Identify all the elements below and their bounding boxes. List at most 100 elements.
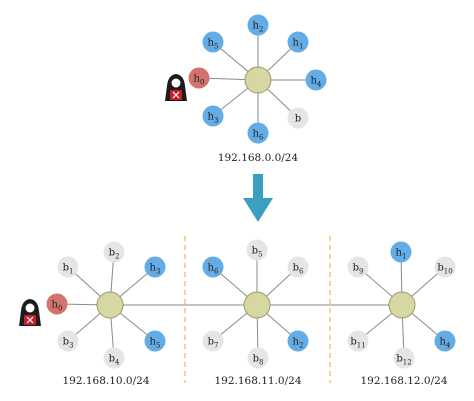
node-label-base: h — [150, 263, 157, 274]
node-label: b12 — [396, 354, 411, 367]
node-circle — [103, 241, 125, 263]
node-label: b2 — [109, 248, 120, 261]
host-node: h6 — [247, 122, 269, 144]
host-node: b — [287, 107, 309, 129]
node-circle — [287, 330, 309, 352]
skull-mark — [26, 316, 34, 324]
switch-node — [388, 291, 416, 319]
subnet-label-11: 192.168.11.0/24 — [214, 375, 301, 387]
node-label: h4 — [440, 337, 451, 350]
node-circle — [246, 239, 268, 261]
node-label-base: b — [396, 354, 402, 365]
host-node: b12 — [393, 347, 415, 369]
node-label: h2 — [293, 337, 304, 350]
subnet-label-12: 192.168.12.0/24 — [360, 375, 447, 387]
node-label-base: h — [194, 74, 201, 85]
node-label: b10 — [437, 263, 452, 276]
node-label-base: b — [353, 263, 359, 274]
node-label-subscript: 4 — [446, 342, 451, 350]
node-circle — [247, 122, 269, 144]
node-label-base: b — [109, 248, 115, 259]
node-label-base: b — [293, 263, 299, 274]
switch-node — [244, 66, 272, 94]
node-label-subscript: 10 — [444, 268, 453, 276]
host-node: h5 — [144, 330, 166, 352]
node-circle — [434, 330, 456, 352]
node-label-base: b — [295, 114, 301, 125]
host-node: h2 — [247, 14, 269, 36]
node-circle — [393, 347, 415, 369]
node-label: h1 — [396, 248, 407, 261]
node-label-base: h — [293, 337, 300, 348]
node-label-subscript: 6 — [214, 268, 219, 276]
node-circle — [144, 330, 166, 352]
host-node: b1 — [57, 256, 79, 278]
node-label: b4 — [109, 354, 120, 367]
node-label-subscript: 11 — [357, 342, 366, 350]
node-circle — [347, 330, 369, 352]
subnet-label-10: 192.168.10.0/24 — [62, 375, 149, 387]
host-node: h3 — [202, 105, 224, 127]
node-label: h4 — [311, 76, 322, 89]
node-label-subscript: 5 — [214, 43, 218, 51]
host-node: h5 — [202, 31, 224, 53]
node-label-subscript: 3 — [214, 117, 218, 125]
node-label-base: h — [293, 38, 300, 49]
node-circle — [57, 256, 79, 278]
node-label-base: h — [253, 129, 260, 140]
node-label: b8 — [253, 354, 264, 367]
node-circle — [247, 14, 269, 36]
node-circle — [202, 330, 224, 352]
skull-mark — [172, 91, 180, 99]
host-node: b8 — [247, 347, 269, 369]
bottom-networks: b2h3h5b4b3h0b1b5b6h2b8b7h6h1b10h4b12b11b… — [46, 239, 456, 369]
node-label-base: b — [109, 354, 115, 365]
node-label-subscript: 6 — [259, 134, 264, 142]
host-node: h1 — [390, 241, 412, 263]
node-circle — [202, 105, 224, 127]
node-label: h5 — [208, 38, 219, 51]
node-label-base: b — [350, 337, 356, 348]
node-label-base: h — [52, 300, 59, 311]
host-node: b11 — [347, 330, 369, 352]
node-circle — [390, 241, 412, 263]
node-circle — [287, 31, 309, 53]
host-node: b5 — [246, 239, 268, 261]
node-label-subscript: 2 — [299, 342, 303, 350]
node-circle — [347, 256, 369, 278]
host-node: h4 — [434, 330, 456, 352]
host-node: h2 — [287, 330, 309, 352]
node-label: h6 — [208, 263, 219, 276]
node-circle — [202, 256, 224, 278]
node-label: b6 — [293, 263, 304, 276]
node-circle — [57, 330, 79, 352]
host-node: h3 — [144, 256, 166, 278]
node-circle — [103, 347, 125, 369]
node-label-base: h — [208, 263, 215, 274]
node-label: h6 — [253, 129, 264, 142]
node-label-base: h — [208, 112, 215, 123]
node-label: b1 — [63, 263, 74, 276]
node-label: b7 — [208, 337, 219, 350]
node-label: h3 — [150, 263, 161, 276]
host-node: b7 — [202, 330, 224, 352]
host-node: b4 — [103, 347, 125, 369]
node-label-base: b — [208, 337, 214, 348]
face-shape — [171, 78, 181, 88]
node-circle — [188, 67, 210, 89]
hacker-icon — [165, 74, 187, 101]
node-label-base: h — [311, 76, 318, 87]
node-label-subscript: 5 — [156, 342, 160, 350]
node-label: b11 — [350, 337, 365, 350]
node-circle — [434, 256, 456, 278]
node-label-base: b — [63, 263, 69, 274]
node-label-base: h — [208, 38, 215, 49]
host-node: b9 — [347, 256, 369, 278]
node-label-subscript: 1 — [299, 43, 303, 51]
node-label: h0 — [52, 300, 63, 313]
